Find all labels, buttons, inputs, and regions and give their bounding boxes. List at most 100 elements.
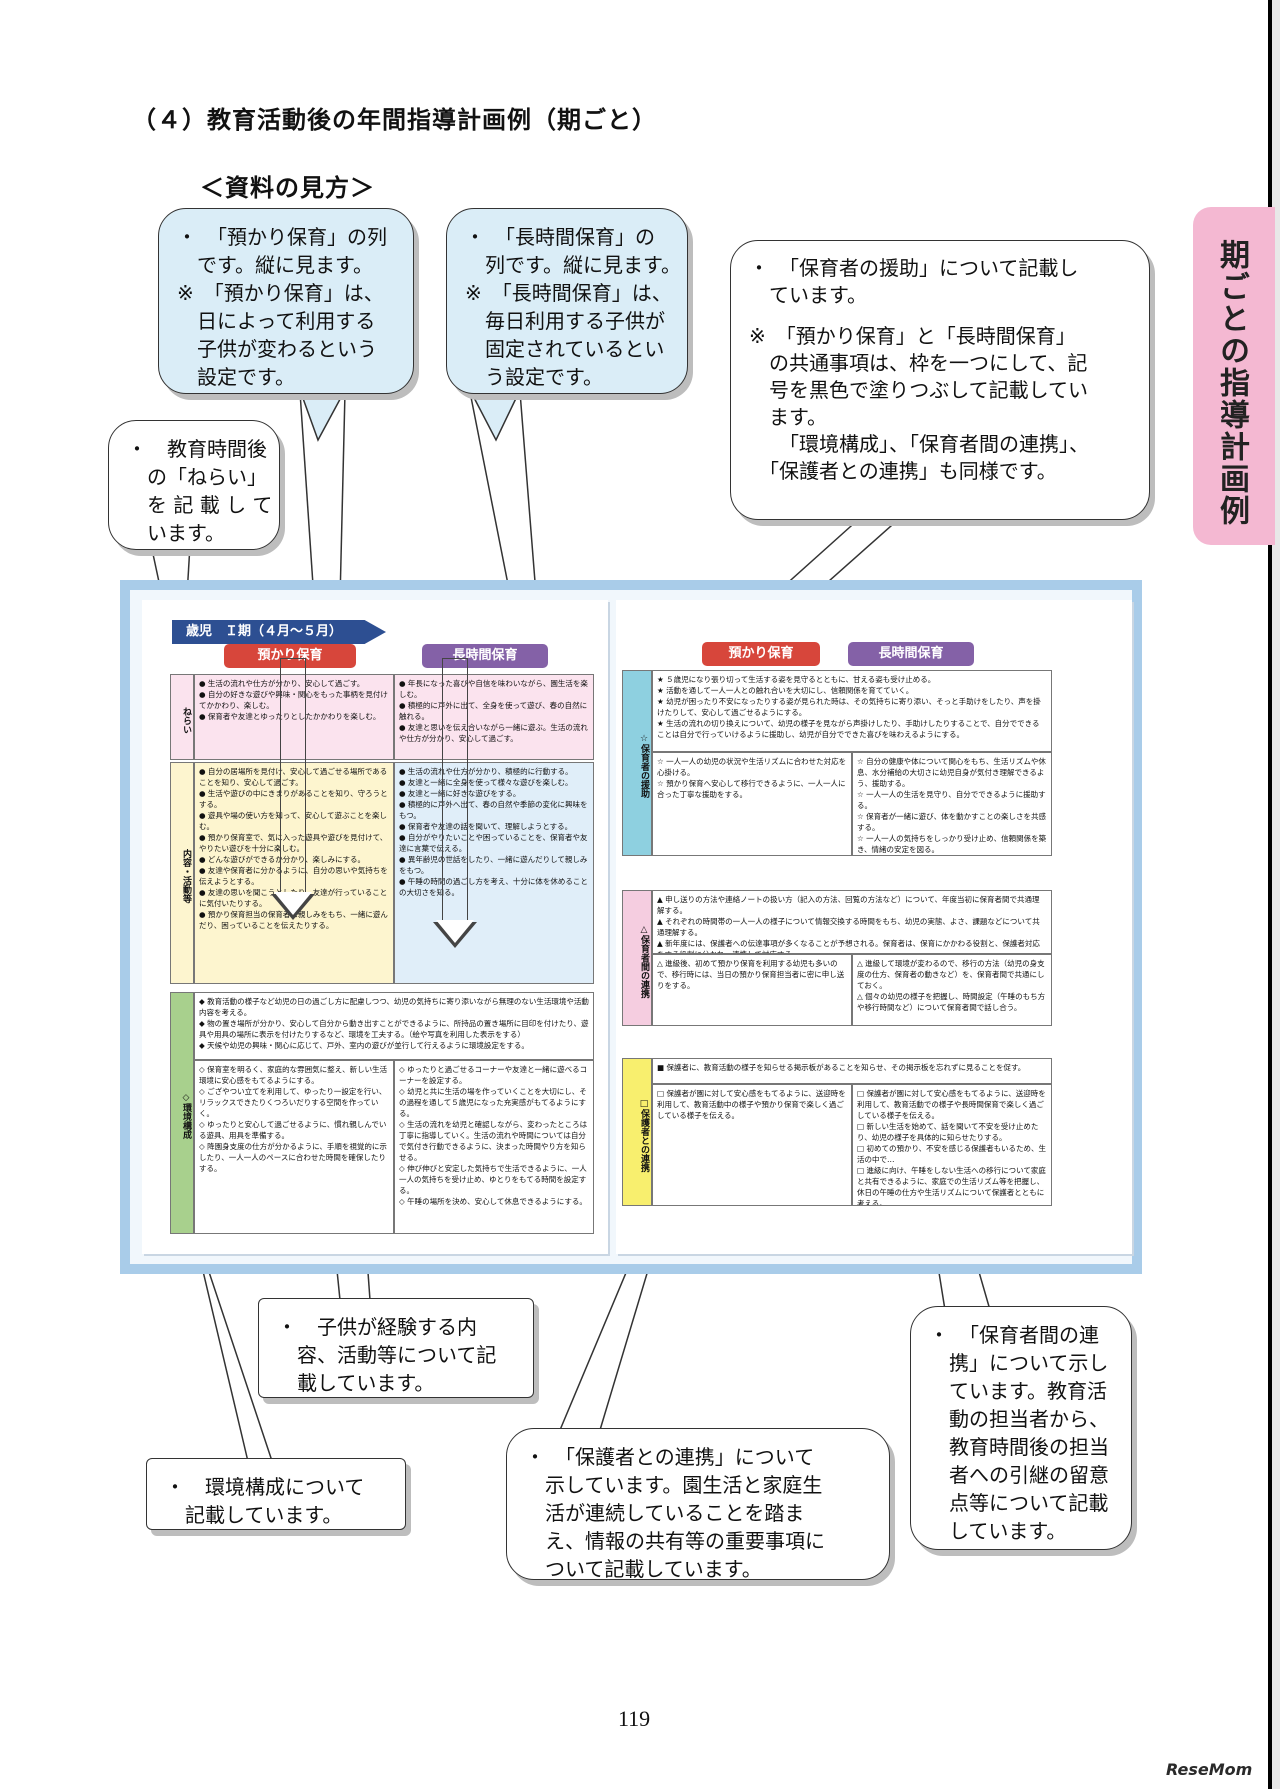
cell-line: ● 自分がやりたいことや困っていることを、保育者や友達に言葉で伝える。 xyxy=(399,833,588,853)
cell-line: ● 積極的に戸外へ出て、春の自然や季節の変化に興味をもつ。 xyxy=(399,800,588,820)
down-arrow-azukari xyxy=(280,658,306,894)
callout-hogosha-renkei: ・ 「保護者との連携」について 示しています。園生活と家庭生 活が連続しているこ… xyxy=(506,1428,890,1581)
arrowhead-choujikan xyxy=(433,920,477,948)
callout-line: です。縦に見ます。 xyxy=(177,253,373,277)
callout-line: ています。教育活 xyxy=(929,1379,1107,1403)
cell-hoikusha-common: ▲ 申し送りの方法や連絡ノートの扱い方（記入の方法、回覧の方法など）について、年… xyxy=(652,890,1052,954)
callout-line: ・ 環境構成について xyxy=(165,1475,365,1499)
right-page: 預かり保育 長時間保育 ☆保育者の援助 ★ ５歳児になり張り切って生活する姿を見… xyxy=(616,600,1132,1254)
left-page: 歳児 Ｉ期（４月～５月） 預かり保育 長時間保育 ねらい ● 生活の流れや仕方が… xyxy=(142,600,608,1254)
cell-line: ● 年長になった喜びや自信を味わいながら、園生活を楽しむ。 xyxy=(399,679,588,699)
cell-line: ◇ 生活の流れを幼児と確認しながら、変わったところは丁寧に指導していく。生活の流… xyxy=(399,1120,588,1162)
callout-line: 号を黒色で塗りつぶして記載してい xyxy=(749,378,1088,402)
cell-line: □ 進級に向け、午睡をしない生活への移行について家庭と共有できるように、家庭での… xyxy=(857,1166,1046,1206)
callout-line: 記載しています。 xyxy=(165,1503,343,1527)
cell-line: ★ 幼児が困ったり不安になったりする姿が見られた時は、その気持ちに寄り添い、そっ… xyxy=(657,697,1041,717)
cell-line: ● 生活や遊びの中にきまりがあることを知り、守ろうとする。 xyxy=(199,789,388,809)
callout-line: ・ 「保護者との連携」について xyxy=(525,1445,815,1469)
cell-line: ● 保育者や友達とゆったりとしたかかわりを楽しむ。 xyxy=(199,712,381,721)
callout-hoikusha-renkei: ・ 「保育者間の連 携」について示し ています。教育活 動の担当者から、 教育時… xyxy=(910,1306,1132,1550)
side-tab-label: 期ごとの指導計画例 xyxy=(1214,239,1249,527)
cell-hogosha-azukari: □ 保護者が園に対して安心感をもてるように、送迎時を利用して、教育活動中の様子や… xyxy=(652,1084,852,1206)
cell-line: ◆ 天候や幼児の興味・関心に応じて、戸外、室内の遊びが並行して行えるように環境設… xyxy=(199,1041,529,1050)
cell-line: ▲ それぞれの時間帯の一人一人の様子について情報交換する時間をもち、幼児の実態、… xyxy=(657,917,1040,937)
cell-line: ☆ 自分の健康や体について関心をもち、生活リズムや休息、水分補給の大切さに幼児自… xyxy=(857,757,1046,788)
cell-line: ◆ 教育活動の様子など幼児の日の過ごし方に配慮しつつ、幼児の気持ちに寄り添いなが… xyxy=(199,997,589,1017)
cell-line: ★ 生活の流れの切り換えについて、幼児の様子を見ながら声掛けしたり、手助けしたり… xyxy=(657,719,1040,739)
cell-line: ● 友達と思いを伝え合いながら一緒に遊ぶ。生活の流れや仕方が分かり、安心して過ご… xyxy=(399,723,588,743)
cell-line: ● 自分の好きな遊びや興味・関心をもった事柄を見付けてかかわり、楽しむ。 xyxy=(199,690,388,710)
callout-line: ・ 「保育者の援助」について記載し xyxy=(749,256,1079,280)
cell-line: ◇ ゆったりと過ごせるコーナーや友達と一緒に遊べるコーナーを設定する。 xyxy=(399,1065,588,1085)
callout-line: 活が連続していることを踏ま xyxy=(525,1501,805,1525)
cell-line: ◆ 物の置き場所が分かり、安心して自分から動き出すことができるように、所持品の置… xyxy=(199,1019,589,1039)
cell-line: ● 午睡の時間の過ごし方を考え、十分に体を休めることの大切さを知る。 xyxy=(399,877,588,897)
callout-line: の「ねらい」 xyxy=(127,465,267,489)
row-label-kankyo: ◇環境構成 xyxy=(170,992,194,1234)
cell-line: ◇ 伸び伸びと安定した気持ちで生活できるように、一人一人の気持ちを受け止め、ゆと… xyxy=(399,1164,587,1195)
callout-line: ついて記載しています。 xyxy=(525,1557,762,1581)
callout-line: 「保護者との連携」も同様です。 xyxy=(749,459,1057,483)
row-label-hoikusha: △保育者間の連携 xyxy=(622,890,652,1026)
callout-nerai: ・ 教育時間後 の「ねらい」 を 記 載 し て います。 xyxy=(108,420,280,550)
callout-line: を 記 載 し て xyxy=(127,493,273,517)
cell-line: ■ 保護者に、教育活動の様子を知らせる掲示板があることを知らせ、その掲示板を忘れ… xyxy=(657,1063,1026,1072)
callout-line xyxy=(749,309,1131,323)
callout-line: 子供が変わるという xyxy=(177,337,377,361)
cell-hoikusha-azukari: △ 進級後、初めて預かり保育を利用する幼児も多いので、移行時には、当日の預かり保… xyxy=(652,954,852,1026)
row-label-hogosha: □保護者との連携 xyxy=(622,1058,652,1206)
cell-enjo-choujikan: ☆ 自分の健康や体について関心をもち、生活リズムや休息、水分補給の大切さに幼児自… xyxy=(852,752,1052,856)
cell-line: △ 個々の幼児の様子を把握し、時間設定（午睡のもち方や移行時間など）について保育… xyxy=(857,992,1046,1012)
cell-line: ◇ ござやつい立てを利用して、ゆったり一設定を行い、リラックスできたりくつろいだ… xyxy=(199,1087,387,1118)
cell-line: ☆ 一人一人の生活を見守り、自分でできるように援助する。 xyxy=(857,790,1046,810)
callout-line: 示しています。園生活と家庭生 xyxy=(525,1473,823,1497)
cell-enjo-common: ★ ５歳児になり張り切って生活する姿を見守るとともに、甘える姿も受け止める。 ★… xyxy=(652,670,1052,752)
cell-line: □ 保護者が園に対して安心感をもてるように、送迎時を利用して、教育活動での様子や… xyxy=(857,1089,1046,1120)
callout-line: ※ 「預かり保育」は、 xyxy=(177,281,384,305)
cell-kankyo-choujikan: ◇ ゆったりと過ごせるコーナーや友達と一緒に遊べるコーナーを設定する。 ◇ 幼児… xyxy=(394,1060,594,1234)
right-col-header-choujikan: 長時間保育 xyxy=(848,642,974,666)
row-label-nerai: ねらい xyxy=(170,674,194,760)
cell-line: ☆ 保育者が一緒に遊び、体を動かすことの楽しさを共感する。 xyxy=(857,812,1047,832)
callout-line: 「環境構成」、「保育者間の連携」、 xyxy=(749,432,1089,456)
cell-line: ◇ 降園身支度の仕方が分かるように、手順を視覚的に示したり、一人一人のペースに合… xyxy=(199,1142,387,1173)
callout-line: ※ 「預かり保育」と「長時間保育」 xyxy=(749,324,1076,348)
callout-line: の共通事項は、枠を一つにして、記 xyxy=(749,351,1088,375)
cell-line: △ 進級後、初めて預かり保育を利用する幼児も多いので、移行時には、当日の預かり保… xyxy=(657,959,845,990)
cell-line: ☆ 一人一人の気持ちをしっかり受け止め、信頼関係を築き、情緒の安定を図る。 xyxy=(857,834,1047,854)
cell-line: ● 積極的に戸外に出て、全身を使って遊び、春の自然に触れる。 xyxy=(399,701,588,721)
cell-hogosha-choujikan: □ 保護者が園に対して安心感をもてるように、送迎時を利用して、教育活動での様子や… xyxy=(852,1084,1052,1206)
arrowhead-azukari xyxy=(271,892,315,920)
row-label-enjo: ☆保育者の援助 xyxy=(622,670,652,856)
callout-line: 動の担当者から、 xyxy=(929,1407,1109,1431)
callout-line: います。 xyxy=(127,521,225,545)
cell-line: ● 友達と一緒に好きな遊びをする。 xyxy=(399,789,521,798)
side-tab: 期ごとの指導計画例 xyxy=(1193,207,1275,545)
cell-line: □ 保護者が園に対して安心感をもてるように、送迎時を利用して、教育活動中の様子や… xyxy=(657,1089,846,1120)
col-header-azukari: 預かり保育 xyxy=(224,644,356,668)
callout-line: 容、活動等について記 xyxy=(277,1343,497,1367)
callout-line: ます。 xyxy=(749,405,827,429)
cell-enjo-azukari: ☆ 一人一人の幼児の状況や生活リズムに合わせた対応を心掛ける。 ☆ 預かり保育へ… xyxy=(652,752,852,856)
callout-line: ・ 教育時間後 xyxy=(127,437,267,461)
cell-line: ▲ 申し送りの方法や連絡ノートの扱い方（記入の方法、回覧の方法など）について、年… xyxy=(657,895,1040,915)
callout-line: 日によって利用する xyxy=(177,309,376,333)
callout-line: ・ 「保育者間の連 xyxy=(929,1323,1099,1347)
callout-line: ・ 「預かり保育」の列 xyxy=(177,225,387,249)
cell-line: ▲ 新年度には、保護者への伝達事項が多くなることが予想される。保育者は、保育にか… xyxy=(657,939,1040,953)
callout-line: 載しています。 xyxy=(277,1371,435,1395)
callout-line: しています。 xyxy=(929,1519,1067,1543)
page-edge xyxy=(1268,0,1272,1789)
callout-line: 者への引継の留意 xyxy=(929,1463,1109,1487)
cell-line: ★ 活動を通して一人一人との触れ合いを大切にし、信頼関係を育てていく。 xyxy=(657,686,914,695)
callout-line: ています。 xyxy=(749,283,867,307)
callout-line: え、情報の共有等の重要事項に xyxy=(525,1529,825,1553)
cell-line: ● 預かり保育室で、気に入った遊具や遊びを見付けて、やりたい遊びを十分に楽しむ。 xyxy=(199,833,388,853)
callout-line: 固定されているとい xyxy=(465,337,665,361)
cell-nerai-choujikan: ● 年長になった喜びや自信を味わいながら、園生活を楽しむ。 ● 積極的に戸外に出… xyxy=(394,674,594,760)
page-edge-shadow xyxy=(1272,0,1280,1789)
callout-choujikan-column: ・ 「長時間保育」の 列です。縦に見ます。 ※ 「長時間保育」は、 毎日利用する… xyxy=(446,208,688,394)
cell-line: ● 異年齢児の世話をしたり、一緒に遊んだりして親しみをもつ。 xyxy=(399,855,588,875)
callout-line: 点等について記載 xyxy=(929,1491,1109,1515)
callout-line: ・ 子供が経験する内 xyxy=(277,1315,477,1339)
